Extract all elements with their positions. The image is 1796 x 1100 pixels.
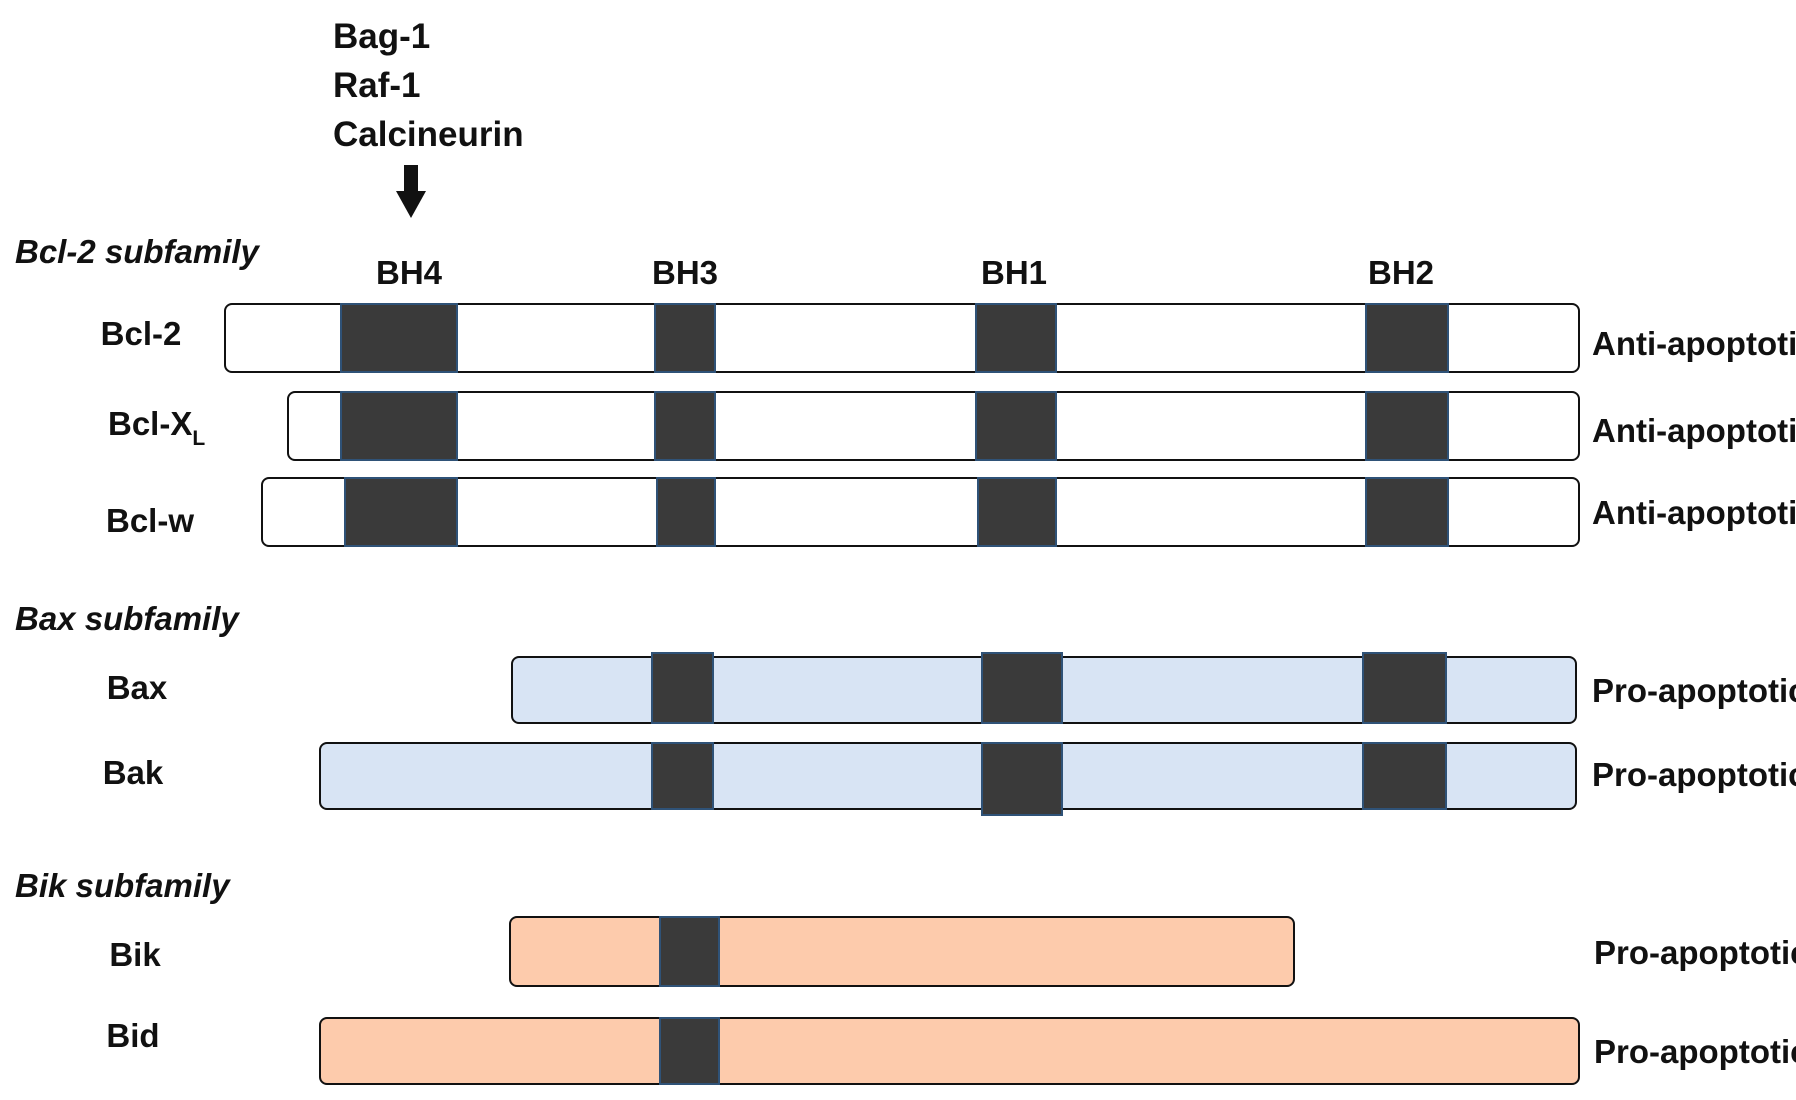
domain-block-bh3 [656,477,716,547]
function-label-bid: Pro-apoptotic [1594,1033,1796,1070]
down-arrow-icon [396,165,426,218]
domain-block-bh2 [1365,477,1449,547]
function-label-bclxl: Anti-apoptotic [1592,412,1796,449]
domain-block-bh1 [977,477,1057,547]
protein-row-bclw: Bcl-w Anti-apoptotic [106,477,1796,547]
protein-row-bik: Bik Pro-apoptotic [109,916,1796,987]
protein-row-bak: Bak Pro-apoptotic [103,742,1796,816]
domain-label-bh3: BH3 [652,254,718,291]
partner-label-raf1: Raf-1 [333,66,421,105]
protein-name-bak: Bak [103,754,164,791]
protein-bar-bik [509,916,1295,987]
domain-block-bh4 [340,391,458,461]
domain-block-bh1 [981,742,1063,816]
partner-label-calcineurin: Calcineurin [333,115,524,154]
protein-bar-bclw [261,477,1580,547]
domain-label-bh4: BH4 [376,254,443,291]
protein-name-bid: Bid [106,1017,159,1054]
protein-name-bcl2: Bcl-2 [101,315,182,352]
protein-name-bik: Bik [109,936,161,973]
protein-bar-bak [319,742,1577,810]
function-label-bik: Pro-apoptotic [1594,934,1796,971]
domain-block-bh4 [344,477,458,547]
domain-label-bh1: BH1 [981,254,1047,291]
protein-row-bid: Bid Pro-apoptotic [106,1017,1796,1085]
domain-block-bh1 [975,303,1057,373]
function-label-bclw: Anti-apoptotic [1592,494,1796,531]
protein-bar-bclxl [287,391,1580,461]
domain-block-bh3 [659,916,720,987]
protein-row-bclxl: Bcl-XL Anti-apoptotic [108,391,1796,461]
subfamily-heading-bax: Bax subfamily [15,600,240,637]
function-label-bax: Pro-apoptotic [1592,672,1796,709]
protein-row-bax: Bax Pro-apoptotic [107,652,1796,724]
domain-block-bh3 [659,1017,720,1085]
subfamily-heading-bik: Bik subfamily [15,867,231,904]
domain-block-bh3 [651,652,714,724]
domain-label-bh2: BH2 [1368,254,1434,291]
protein-name-bax: Bax [107,669,168,706]
domain-block-bh1 [975,391,1057,461]
domain-block-bh2 [1362,742,1447,810]
domain-block-bh3 [654,303,716,373]
subfamily-heading-bcl2: Bcl-2 subfamily [15,233,261,270]
partner-label-bag1: Bag-1 [333,17,430,56]
function-label-bak: Pro-apoptotic [1592,756,1796,793]
domain-block-bh4 [340,303,458,373]
domain-block-bh2 [1365,303,1449,373]
domain-block-bh2 [1365,391,1449,461]
protein-bar-bcl2 [224,303,1580,373]
domain-block-bh3 [651,742,714,810]
protein-name-bclw: Bcl-w [106,502,194,539]
domain-block-bh2 [1362,652,1447,724]
domain-block-bh3 [654,391,716,461]
protein-name-bclxl: Bcl-XL [108,405,205,450]
protein-bar-bid [319,1017,1580,1085]
domain-block-bh1 [981,652,1063,724]
function-label-bcl2: Anti-apoptotic [1592,325,1796,362]
protein-row-bcl2: Bcl-2 Anti-apoptotic [101,303,1796,373]
